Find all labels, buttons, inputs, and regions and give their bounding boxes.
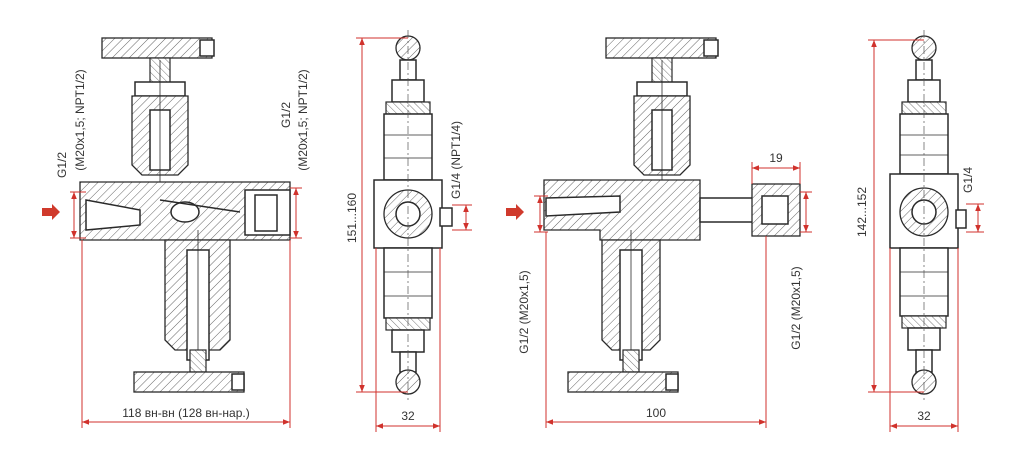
bottom-handle bbox=[567, 371, 679, 393]
label-width: 32 bbox=[917, 409, 931, 423]
label-width: 32 bbox=[401, 409, 415, 423]
label-port-left-line2: (M20x1,5; NPT1/2) bbox=[73, 69, 87, 170]
label-width: 118 вн-вн (128 вн-нар.) bbox=[122, 406, 249, 420]
label-port-right-line2: (M20x1,5; NPT1/2) bbox=[296, 69, 310, 170]
flow-arrow bbox=[42, 204, 60, 220]
label-port-right: G1/2 (M20x1,5) bbox=[789, 266, 803, 349]
left-port-channel bbox=[545, 195, 621, 217]
top-handle bbox=[605, 37, 717, 59]
valve-1-front-view: G1/2 (M20x1,5; NPT1/2) G1/2 (M20x1,5; NP… bbox=[42, 37, 310, 428]
label-height: 151...160 bbox=[345, 193, 359, 243]
valve-1-side-view: 151...160 G1/4 (NPT1/4) 32 bbox=[345, 30, 472, 432]
label-width: 100 bbox=[646, 406, 666, 420]
label-port-right-line1: G1/2 bbox=[279, 102, 293, 128]
label-port: G1/4 bbox=[961, 167, 975, 193]
label-port-left-line1: G1/2 bbox=[55, 152, 69, 178]
valve-2-front-view: 19 G1/2 (M20x1,5) G1/2 (M20x1,5) 100 bbox=[506, 37, 812, 428]
valve-2-side-view: 142...152 G1/4 32 bbox=[855, 30, 984, 432]
label-height: 142...152 bbox=[855, 187, 869, 237]
side-port-plug bbox=[439, 207, 453, 227]
label-offset: 19 bbox=[769, 151, 783, 165]
label-port: G1/4 (NPT1/4) bbox=[449, 121, 463, 199]
bottom-handle bbox=[133, 371, 245, 393]
top-handle bbox=[101, 37, 213, 59]
label-port-left: G1/2 (M20x1,5) bbox=[517, 270, 531, 353]
flow-arrow bbox=[506, 204, 524, 220]
side-port-plug bbox=[955, 209, 967, 229]
left-port-channel bbox=[85, 199, 141, 231]
valve-body bbox=[543, 179, 701, 241]
outlet-tube bbox=[699, 197, 761, 223]
